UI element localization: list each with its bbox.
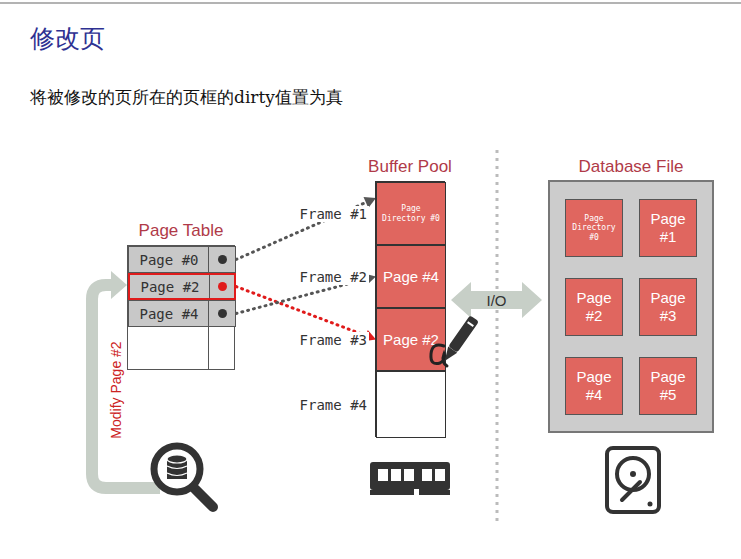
frame-node: Frame #1Page Directory #0 <box>376 182 446 245</box>
magnifier-handle <box>195 489 213 507</box>
table-node: Page TablePage #0Page #2Page #4 <box>127 245 235 370</box>
disk-spindle <box>630 471 636 477</box>
pointer-dot <box>218 282 227 291</box>
pen-body <box>448 315 479 352</box>
db-top <box>167 455 187 463</box>
page-text: Page #3 <box>640 287 696 327</box>
pointer-line <box>236 287 366 336</box>
pointer-dot <box>218 255 227 264</box>
db-rings <box>167 466 187 476</box>
ram-chip <box>422 469 432 481</box>
ram-pins <box>370 490 450 495</box>
frame-node: Frame #2Page #4 <box>376 245 446 308</box>
ram-chip <box>391 469 401 481</box>
dbpage-node: Page Directory #0 <box>565 199 623 257</box>
disk-platter <box>617 458 649 490</box>
page-text: Page #4 <box>566 366 622 406</box>
modify-arrowhead <box>111 271 127 299</box>
frame-node: Frame #4 <box>376 371 446 438</box>
page-text: Page #4 <box>381 266 441 288</box>
disk-led <box>648 502 653 507</box>
ram-chip <box>435 469 445 481</box>
action-label: Modify Page #2 <box>108 341 124 438</box>
page-text: Page #2 <box>566 287 622 327</box>
top-rule <box>0 2 741 4</box>
separator-line <box>496 150 499 522</box>
row-text: Page #2 <box>130 275 210 298</box>
dbpage-node: Page #5 <box>639 357 697 415</box>
edge-label: I/O <box>484 292 508 309</box>
dbpage-node: Page #1 <box>639 199 697 257</box>
pointer-cell <box>208 301 235 326</box>
page-text: Page Directory #0 <box>566 212 622 245</box>
disk-icon <box>607 448 659 512</box>
query-icon <box>154 446 213 507</box>
pointer-cell <box>209 275 234 298</box>
ram-icon <box>370 462 450 496</box>
pointer-arrow <box>236 197 376 260</box>
pointer-dot <box>218 309 227 318</box>
group-heading: Page Table <box>139 221 224 241</box>
pen-band <box>467 321 474 327</box>
frame-label: Frame #1 <box>298 206 369 222</box>
ram-chip <box>404 469 414 481</box>
ram-notch <box>414 489 419 496</box>
dbpage-node: Page #2 <box>565 278 623 336</box>
frame-label: Frame #4 <box>298 397 369 413</box>
frame-label: Frame #2 <box>298 269 369 285</box>
title: 修改页 <box>30 22 105 55</box>
row-node: Page #0 <box>128 246 236 273</box>
frame-label: Frame #3 <box>298 332 369 348</box>
magnifier-lens <box>154 446 200 492</box>
frame-node: Frame #3Page #2 <box>376 308 446 371</box>
ram-board <box>370 462 450 490</box>
subtitle: 将被修改的页所在的页框的dirty值置为真 <box>30 86 343 109</box>
pointer-cell <box>208 247 235 272</box>
row-node: Page #4 <box>128 300 236 327</box>
pool-node: Buffer PoolFrame #1Page Directory #0Fram… <box>375 181 445 437</box>
group-heading: Database File <box>579 157 684 177</box>
ram-chip <box>378 469 388 481</box>
page-text: Page Directory #0 <box>377 202 445 225</box>
page-text: Page #1 <box>640 208 696 248</box>
db-node: Database FilePage Directory #0Page #1Pag… <box>548 180 714 433</box>
io-arrow-shape <box>451 282 542 318</box>
page-text: Page #2 <box>381 329 441 351</box>
disk-case <box>607 448 659 512</box>
group-heading: Buffer Pool <box>368 157 452 177</box>
io-arrow <box>451 282 542 318</box>
row-node: Page #2 <box>128 273 236 300</box>
page-text: Page #5 <box>640 366 696 406</box>
disk-arm <box>622 482 640 500</box>
dbpage-node: Page #3 <box>639 278 697 336</box>
row-text: Page #0 <box>129 247 209 272</box>
dbpage-node: Page #4 <box>565 357 623 415</box>
row-text: Page #4 <box>129 301 209 326</box>
